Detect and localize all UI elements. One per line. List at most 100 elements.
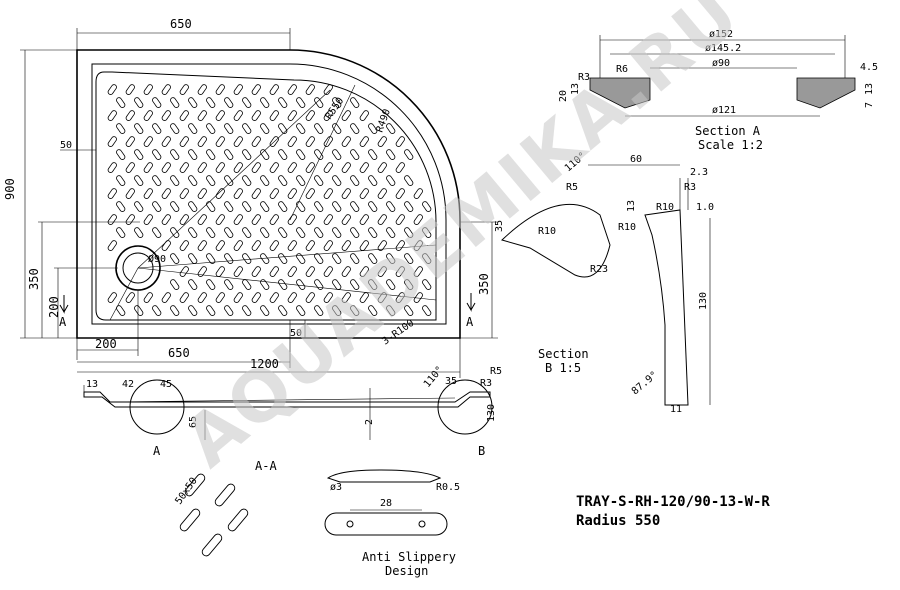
anti-slip-pill (125, 188, 135, 199)
anti-slip-pill (341, 188, 351, 199)
detail-label-a: A (153, 444, 161, 458)
anti-slip-pill (395, 240, 405, 251)
anti-slip-pill (287, 292, 297, 303)
drain-section-left (589, 77, 651, 109)
anti-slip-peg (184, 473, 206, 497)
anti-slip-pill (161, 292, 171, 303)
dim-drain: Ø90 (148, 253, 166, 265)
dim-a-145: ø145.2 (705, 43, 741, 54)
anti-slip-pill (143, 214, 153, 225)
anti-slip-pill (197, 136, 207, 147)
section-b-rim (501, 203, 611, 278)
dim-slip-3: ø3 (330, 482, 342, 493)
anti-slip-pill (305, 110, 315, 121)
anti-slip-pill (116, 227, 126, 238)
anti-slip-pill (233, 188, 243, 199)
anti-slip-pill (116, 97, 126, 108)
dim-aa-45: 45 (160, 379, 172, 390)
anti-slip-pill (350, 227, 360, 238)
anti-slip-pill (233, 240, 243, 251)
anti-slip-pill (332, 201, 342, 212)
anti-slip-pill (287, 266, 297, 277)
dim-aa-r3: R3 (480, 378, 492, 389)
anti-slip-pill (197, 292, 207, 303)
anti-slip-pill (215, 136, 225, 147)
dim-b-60: 60 (630, 154, 642, 165)
detail-label-b: B (478, 444, 485, 458)
dim-aa-110: 110° (422, 364, 446, 390)
anti-slip-pill (341, 266, 351, 277)
anti-slip-pill (341, 110, 351, 121)
anti-slip-pill (242, 149, 252, 160)
anti-slip-pill (323, 188, 333, 199)
anti-slip-pill (116, 123, 126, 134)
detail-circle-a (129, 379, 185, 435)
anti-slip-pill (152, 201, 162, 212)
anti-slip-pill (197, 214, 207, 225)
anti-slip-pill (269, 240, 279, 251)
anti-slip-pill (197, 110, 207, 121)
anti-slip-pill (134, 227, 144, 238)
anti-slip-pill (296, 97, 306, 108)
anti-slip-pill (377, 162, 387, 173)
dim-b-r3: R3 (684, 182, 696, 193)
anti-slip-pill (260, 97, 270, 108)
anti-slip-pill (422, 305, 432, 316)
anti-slip-pill (422, 227, 432, 238)
anti-slip-pill (233, 292, 243, 303)
anti-slip-pill (161, 110, 171, 121)
anti-slip-pill (143, 188, 153, 199)
anti-slip-pill (386, 201, 396, 212)
anti-slip-pill (233, 162, 243, 173)
dim-b-13: 13 (626, 200, 637, 212)
anti-slip-pill (287, 214, 297, 225)
anti-slip-top-view (324, 512, 448, 536)
anti-slip-pill (251, 188, 261, 199)
anti-slip-pill (278, 227, 288, 238)
anti-slip-pill (323, 292, 333, 303)
anti-slip-pill (224, 175, 234, 186)
anti-slip-pill (269, 214, 279, 225)
anti-slip-pill (341, 136, 351, 147)
dim-aa-42: 42 (122, 379, 134, 390)
anti-slip-pill (386, 279, 396, 290)
anti-slip-pill (134, 149, 144, 160)
anti-slip-pill (278, 123, 288, 134)
anti-slip-pill (215, 240, 225, 251)
anti-slip-pill (152, 305, 162, 316)
anti-slip-pill (242, 305, 252, 316)
anti-slip-pill (386, 149, 396, 160)
anti-slip-peg (227, 508, 249, 532)
anti-slip-pill (422, 201, 432, 212)
dim-r550: R550 (323, 96, 346, 122)
anti-slip-pill (107, 188, 117, 199)
anti-slip-pill (341, 162, 351, 173)
dim-b-1_0: 1.0 (696, 202, 714, 213)
anti-slip-pill (395, 266, 405, 277)
anti-slip-pill (215, 84, 225, 95)
anti-slip-pill (179, 292, 189, 303)
anti-slip-pill (296, 149, 306, 160)
anti-slip-pill (116, 175, 126, 186)
anti-slip-pill (251, 292, 261, 303)
dim-a-13: 13 (570, 83, 581, 95)
dim-b-2_3: 2.3 (690, 167, 708, 178)
anti-slip-pill (206, 253, 216, 264)
anti-slip-peg (179, 508, 201, 532)
anti-slip-pill (170, 201, 180, 212)
anti-slip-pill (224, 97, 234, 108)
anti-slip-pill (296, 279, 306, 290)
anti-slip-pill (179, 110, 189, 121)
anti-slip-pill (332, 123, 342, 134)
dim-b-r23: R23 (590, 264, 608, 275)
anti-slip-pill (359, 188, 369, 199)
anti-slip-pill (188, 175, 198, 186)
product-code: TRAY-S-RH-120/90-13-W-R (576, 494, 770, 510)
dim-aa-r5: R5 (490, 366, 502, 377)
anti-slip-pill (224, 227, 234, 238)
anti-slip-pill (305, 162, 315, 173)
anti-slip-pill (314, 305, 324, 316)
section-b-wall (644, 209, 689, 406)
anti-slip-pill (134, 123, 144, 134)
